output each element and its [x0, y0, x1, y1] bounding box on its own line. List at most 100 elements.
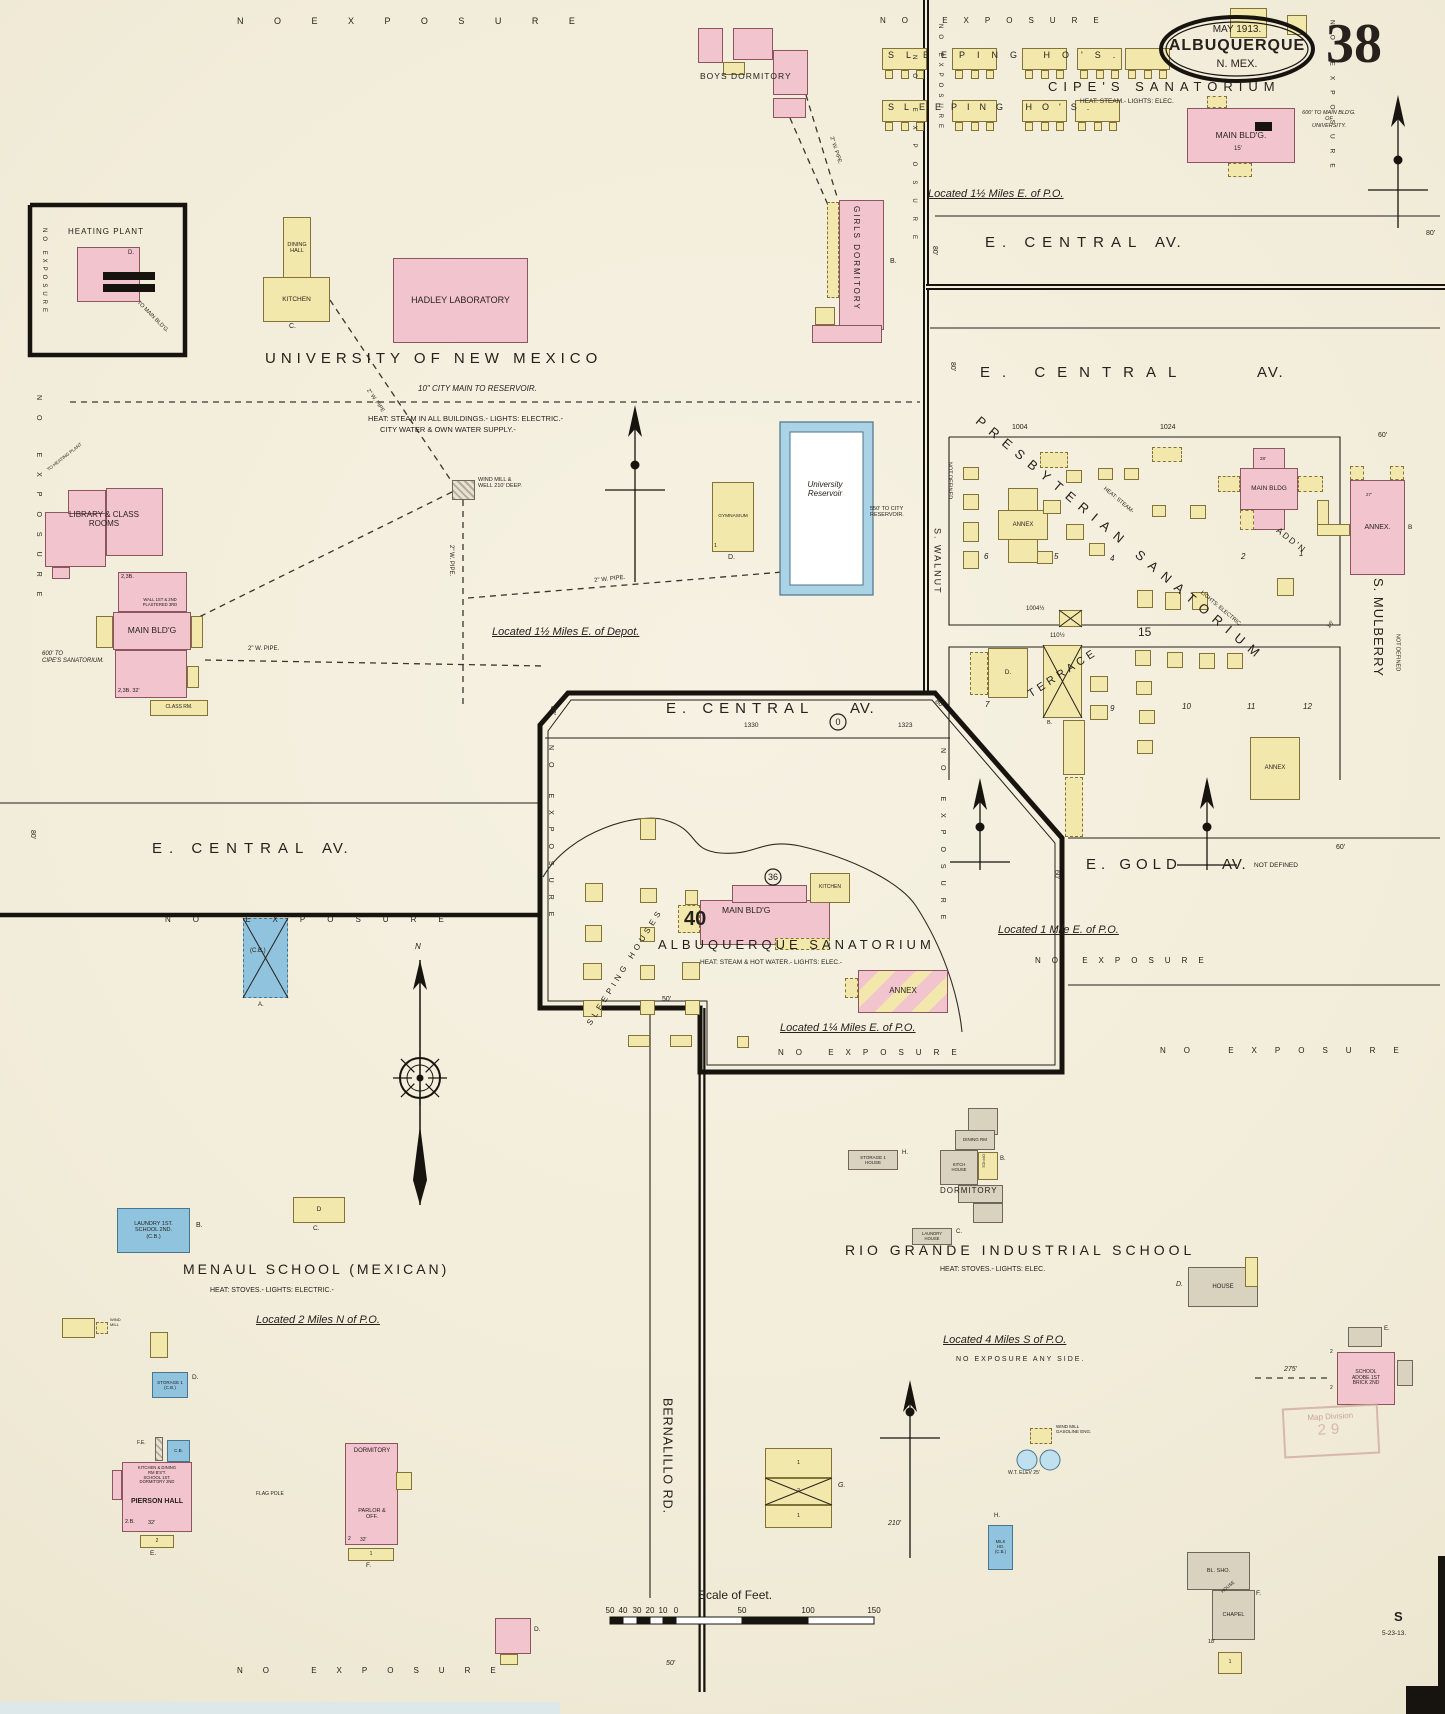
map-label: AV. — [322, 840, 350, 857]
map-label: WIND MILL GASOLINE ENG. — [1056, 1424, 1092, 1435]
map-label: 80' — [931, 246, 939, 256]
title-city: ALBUQUERQUE — [1168, 37, 1306, 54]
cottage — [1136, 681, 1152, 695]
wind-mill-rio-grande — [1030, 1428, 1052, 1444]
map-label: NOT DEFINED — [1254, 862, 1298, 869]
map-label: 50' — [666, 1660, 676, 1667]
map-label: 27' — [1366, 492, 1372, 497]
building — [1111, 70, 1119, 79]
map-label: (C.B.) — [250, 948, 266, 954]
svg-text:0: 0 — [835, 717, 840, 727]
map-label: 2,3B. — [121, 574, 134, 580]
map-label: 80' — [1426, 230, 1436, 237]
storage-menaul: STORAGE 1 (C.B.) — [152, 1372, 188, 1398]
kitchen-sanatorium: KITCHEN — [810, 873, 850, 903]
x-shed — [1059, 610, 1082, 627]
building — [970, 70, 979, 79]
map-label: Located 1 Mile E. of P.O. — [998, 924, 1119, 936]
map-label: Located 1½ Miles E. of Depot. — [492, 626, 640, 638]
map-label: NO EXPOSURE — [547, 745, 555, 929]
cottage — [1066, 524, 1084, 540]
map-label: LIBRARY & CLASS ROOMS — [69, 510, 139, 529]
building — [955, 122, 963, 131]
map-label: Located 2 Miles N of P.O. — [256, 1314, 380, 1326]
building-label: 1 — [369, 1550, 373, 1557]
boys-dormitory — [773, 98, 806, 118]
map-label: MAIN BLD'G — [722, 905, 771, 915]
map-label: 50' — [662, 996, 672, 1003]
svg-text:100: 100 — [801, 1606, 815, 1615]
library-class-rooms — [45, 512, 106, 567]
map-label: D. — [534, 1626, 541, 1633]
building — [1025, 122, 1033, 131]
map-label: 2" W. PIPE. — [248, 646, 280, 652]
pierson-hall-cb: C.B. — [167, 1440, 190, 1462]
porch: 2 — [140, 1535, 174, 1548]
map-label: E. CENTRAL — [152, 840, 311, 857]
map-label: 80' — [933, 698, 945, 710]
cottage — [1137, 740, 1153, 754]
map-label: B. — [890, 258, 897, 265]
map-label: 1 — [1299, 549, 1304, 558]
kitchen-unm: KITCHEN — [263, 277, 330, 322]
wind-mill-menaul — [96, 1322, 108, 1334]
building — [1095, 70, 1104, 79]
cottage — [1089, 543, 1105, 556]
map-label: NOT DEFINED — [946, 462, 953, 500]
map-label: HEATING PLANT — [68, 227, 144, 236]
map-label: 1004 — [1012, 424, 1028, 431]
main-bldg-unm: MAIN BLD'G — [113, 612, 191, 650]
barn-x-building — [1065, 777, 1083, 837]
map-label: D. — [728, 554, 735, 561]
building-label: ANNEX — [1012, 521, 1034, 528]
map-label: 6 — [984, 552, 989, 561]
map-label: 9 — [1110, 704, 1115, 713]
cottage — [1190, 505, 1206, 519]
library-stamp: Map Division 29 — [1281, 1403, 1381, 1459]
map-label: KITCHEN & DINING RM B'S'T. SCHOOL 1ST. D… — [137, 1465, 177, 1485]
building — [885, 70, 893, 79]
svg-text:50: 50 — [738, 1606, 747, 1615]
outbuilding — [1397, 1360, 1413, 1386]
dining-room-rio-grande: DINING RM — [955, 1130, 995, 1150]
boys-dormitory — [773, 50, 808, 95]
coal-bin — [103, 284, 155, 292]
sleeping-house — [585, 925, 602, 942]
passage — [1317, 524, 1350, 536]
sleeping-house — [583, 963, 602, 980]
map-label: SLEEPING HO'S. — [888, 102, 1100, 112]
map-label: 60' — [1053, 870, 1061, 880]
svg-text:10: 10 — [659, 1606, 668, 1615]
barn: 1 — [765, 1448, 832, 1478]
map-label: 15' — [1234, 146, 1242, 152]
building-label: DINING RM — [963, 1137, 987, 1143]
map-label: 16' — [1326, 620, 1336, 630]
map-label: 2" W. PIPE. — [828, 136, 843, 166]
building — [1025, 70, 1033, 79]
map-label: BERNALILLO RD. — [660, 1398, 675, 1515]
cottage — [1277, 578, 1294, 596]
map-label: NO EXPOSURE — [237, 1666, 516, 1675]
map-label: 2.B. — [125, 1519, 135, 1525]
sleeping-house — [1125, 48, 1170, 70]
building — [986, 70, 994, 79]
building-label: ANNEX — [1264, 765, 1286, 772]
main-bldg-presbyterian: MAIN BLDG — [1240, 468, 1298, 510]
sleeping-house — [952, 48, 997, 70]
sleeping-house — [1077, 48, 1122, 70]
main-bldg-unm-porch — [191, 616, 203, 648]
cottage — [1139, 710, 1155, 724]
main-bldg-unm — [118, 572, 187, 612]
map-label: E. CENTRAL — [980, 364, 1189, 381]
map-label: NO EXPOSURE — [1328, 20, 1336, 178]
coal-bin — [103, 272, 155, 280]
boys-dormitory — [698, 28, 723, 63]
map-label: 600' TO CIPE'S SANATORIUM. — [42, 651, 104, 664]
outbuilding — [1287, 15, 1307, 35]
map-label: C. — [956, 1229, 962, 1235]
building — [1040, 122, 1049, 131]
laundry-house-rio-grande: LAUNDRY HOUSE — [912, 1228, 952, 1245]
map-label: 7 — [985, 700, 990, 709]
map-label: 2" W. PIPE — [365, 388, 386, 414]
map-label: 1330 — [744, 722, 759, 729]
